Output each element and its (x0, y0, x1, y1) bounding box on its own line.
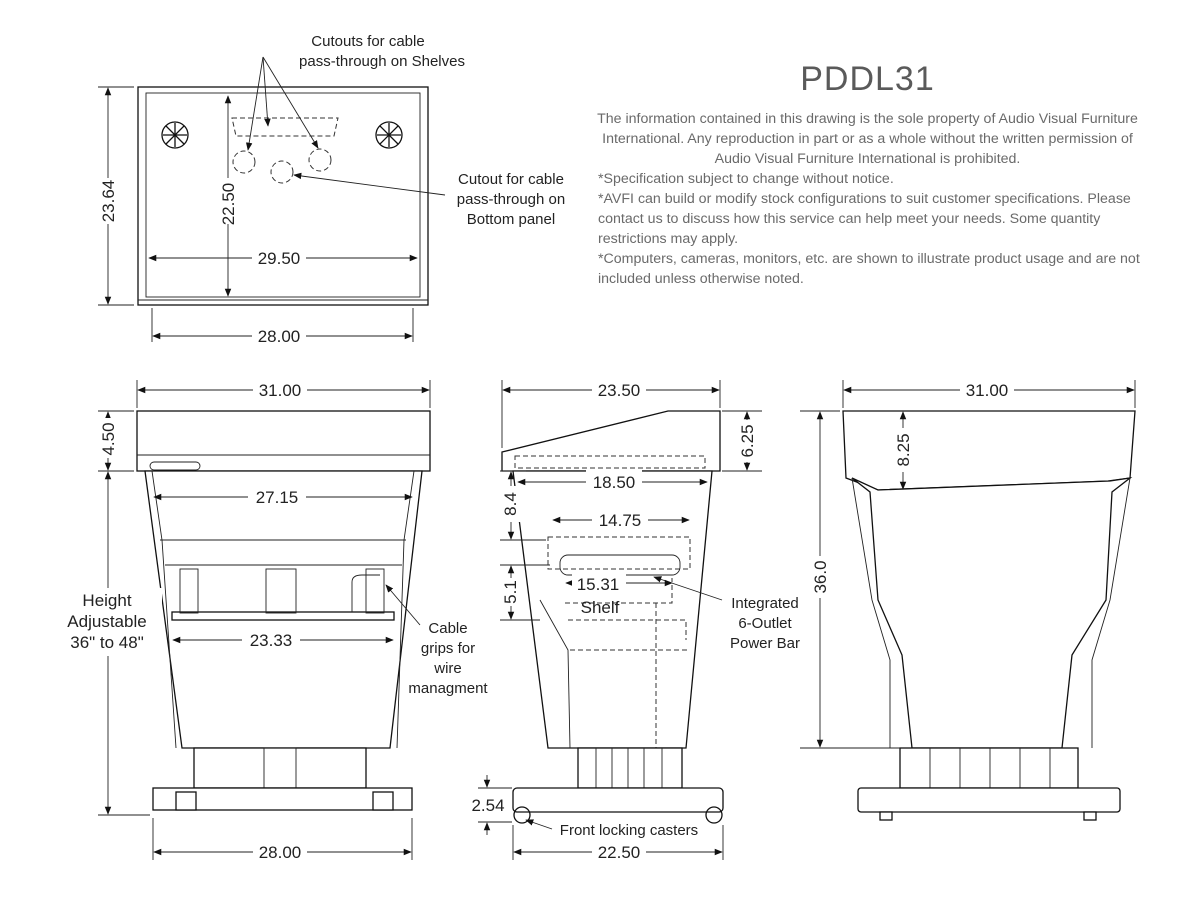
dim-top-base-width: 28.00 (258, 327, 301, 346)
callout-grips-line3: wire (433, 660, 462, 677)
info-block: PDDL31 The information contained in this… (590, 60, 1145, 289)
cable-cutout (270, 160, 294, 184)
callout-grips-line4: managment (408, 680, 488, 697)
height-label-line1: Height (82, 591, 131, 610)
back-view: 31.00 8.25 36.0 (800, 378, 1136, 821)
grommet-icon (161, 121, 189, 149)
dim-side-top-depth: 23.50 (598, 381, 641, 400)
dim-back-top-depth: 8.25 (894, 433, 913, 466)
height-label-line3: 36" to 48" (70, 633, 144, 652)
dim-side-inner-depth: 18.50 (593, 473, 636, 492)
product-code: PDDL31 (800, 60, 935, 98)
dim-top-inner-depth: 22.50 (219, 183, 238, 226)
dim-back-top-width: 31.00 (966, 381, 1009, 400)
dim-power-bar: 14.75 (599, 511, 642, 530)
dim-front-upper-width: 27.15 (256, 488, 299, 507)
callout-grips-line1: Cable (428, 620, 467, 637)
cable-cutout (232, 150, 256, 174)
callout-shelves-line1: Cutouts for cable (311, 33, 424, 50)
dim-front-top-height: 4.50 (99, 422, 118, 455)
dim-side-base-depth: 22.50 (598, 843, 641, 862)
grommet-icon (375, 121, 403, 149)
side-view: Integrated 6-Outlet Power Bar Front lock… (471, 378, 800, 864)
height-label-line2: Adjustable (67, 612, 146, 631)
note-spec-change: *Specification subject to change without… (598, 171, 894, 187)
front-view: Cable grips for wire managment 31.00 4.5… (52, 378, 488, 864)
dim-front-top-width: 31.00 (259, 381, 302, 400)
shelf-label: Shelf (581, 598, 620, 617)
callout-power-line2: 6-Outlet (738, 615, 792, 632)
note-custom-config: *AVFI can build or modify stock configur… (598, 191, 1131, 247)
dim-side-top-height: 6.25 (738, 424, 757, 457)
dim-front-base-width: 28.00 (259, 843, 302, 862)
dim-caster-height: 2.54 (471, 796, 504, 815)
callout-power-line1: Integrated (731, 595, 799, 612)
dim-side-shelf-gap: 5.1 (501, 580, 520, 604)
dim-top-inner-width: 29.50 (258, 249, 301, 268)
disclaimer-text: The information contained in this drawin… (597, 111, 1138, 167)
dim-top-overall-depth: 23.64 (99, 180, 118, 223)
callout-grips-line2: grips for (421, 640, 475, 657)
callout-bottom-line2: pass-through on (457, 191, 565, 208)
dim-back-height: 36.0 (811, 560, 830, 593)
cable-slot (231, 117, 339, 137)
dim-front-shelf-width: 23.33 (250, 631, 293, 650)
callout-casters: Front locking casters (560, 822, 698, 839)
callout-bottom-line3: Bottom panel (467, 211, 555, 228)
cable-cutout (308, 148, 332, 172)
callout-bottom-line1: Cutout for cable (458, 171, 564, 188)
dim-side-upper-gap: 8.4 (501, 492, 520, 516)
dim-shelf-depth: 15.31 (577, 575, 620, 594)
note-equipment: *Computers, cameras, monitors, etc. are … (598, 251, 1140, 287)
top-view: Cutouts for cable pass-through on Shelve… (96, 33, 565, 348)
callout-power-line3: Power Bar (730, 635, 800, 652)
callout-shelves-line2: pass-through on Shelves (299, 53, 465, 70)
